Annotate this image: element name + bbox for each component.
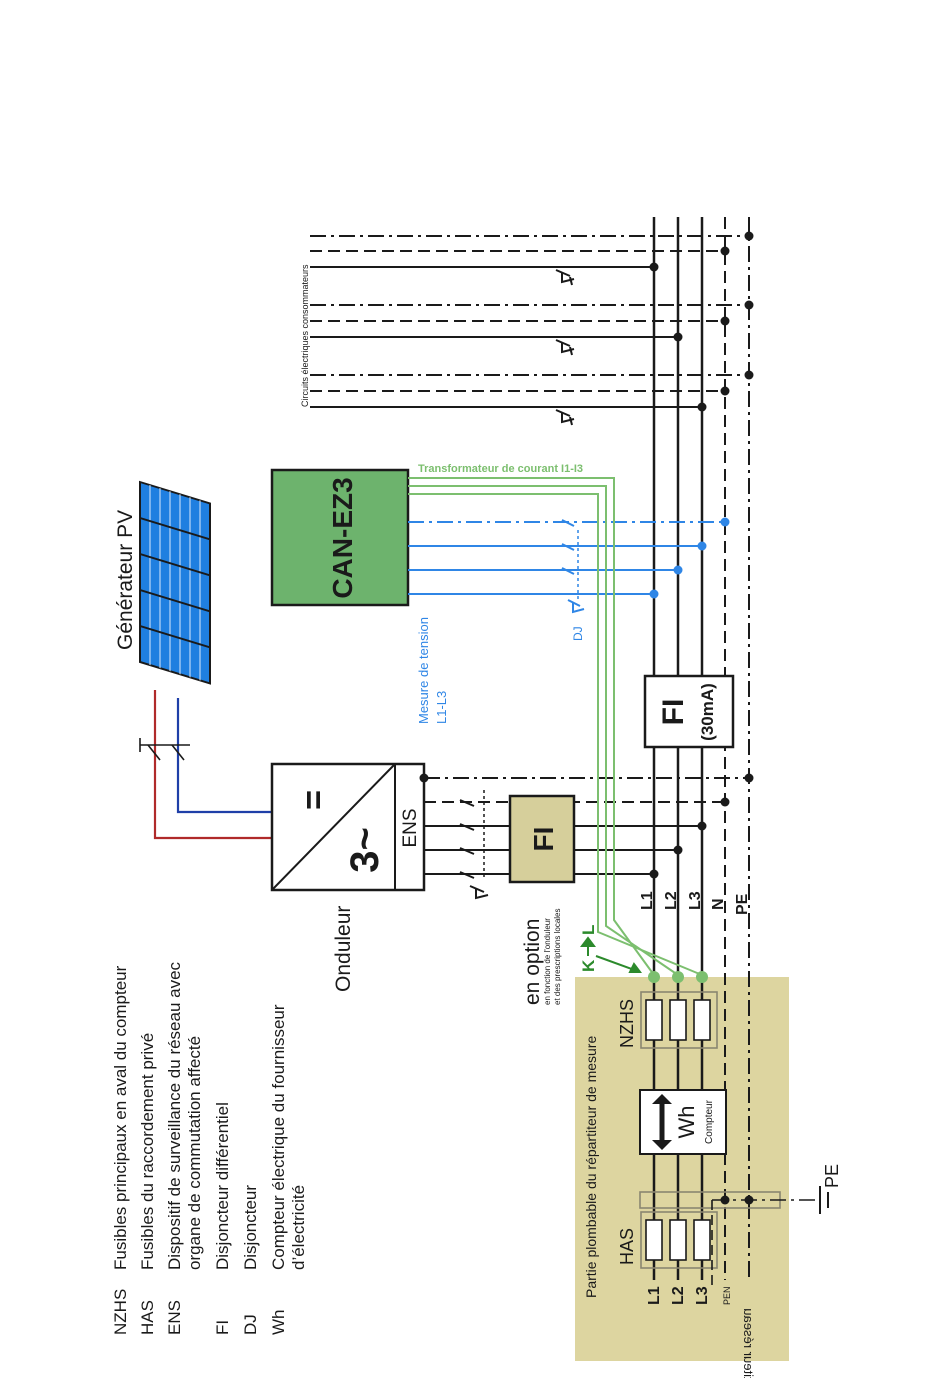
meter-area-grid-label: Répartiteur réseau: [741, 1308, 756, 1378]
nzhs-label: NZHS: [617, 999, 637, 1048]
kl-l: L: [579, 925, 598, 935]
can-ez3-device: CAN-EZ3: [270, 468, 410, 607]
legend-text-dj: Disjoncteur: [241, 1185, 260, 1270]
fi-inverter-label: FI: [528, 827, 559, 852]
conductor-label-l2: L2: [663, 891, 680, 910]
pe-bar: [639, 1186, 829, 1285]
meter-area-background: [575, 977, 789, 1361]
inverter-ens-label: ENS: [400, 808, 421, 847]
wh-label: Wh: [674, 1106, 699, 1139]
pv-generator-label: Générateur PV: [114, 510, 137, 650]
ct-dots: [648, 971, 708, 983]
legend-abbr-dj: DJ: [241, 1314, 260, 1335]
meter-area-title: Partie plombable du répartiteur de mesur…: [583, 1036, 599, 1298]
legend: NZHS Fusibles principaux en aval du comp…: [111, 961, 308, 1335]
inverter-dc-symbol: =: [295, 790, 333, 810]
voltage-junction-dots: [649, 517, 730, 599]
pe-ground-label: PE: [822, 1164, 842, 1188]
option-sub2: et des prescriptions locales: [553, 909, 562, 1006]
nzhs-fuses: [640, 991, 718, 1049]
legend-text-has: Fusibles du raccordement privé: [138, 1033, 157, 1270]
legend-text-wh: Compteur électrique du fournisseur: [269, 1004, 288, 1270]
option-label: en option: [521, 919, 544, 1005]
legend-text-fi: Disjoncteur différentiel: [213, 1102, 232, 1270]
voltage-measurement-lines: [408, 519, 725, 614]
ct-lines: [408, 477, 703, 976]
voltage-label-line1: Mesure de tension: [416, 617, 431, 724]
legend-abbr-nzhs: NZHS: [111, 1289, 130, 1335]
circuits-label: Circuits électriques consommateurs: [300, 264, 310, 407]
voltage-label-line2: L1-L3: [434, 691, 449, 724]
fi-main-sub: (30mA): [698, 683, 717, 741]
legend-abbr-wh: Wh: [269, 1310, 288, 1336]
conductor-label-l3: L3: [687, 891, 704, 910]
meter-line-l2: L2: [670, 1286, 687, 1305]
option-sub1: en fonction de l'onduleur: [543, 918, 552, 1005]
meter-line-l1: L1: [646, 1286, 663, 1305]
legend-text-nzhs: Fusibles principaux en aval du compteur: [111, 965, 130, 1270]
consumer-circuits: [310, 235, 749, 426]
conductor-label-pe: PE: [734, 893, 751, 915]
can-ez3-label: CAN-EZ3: [327, 477, 358, 598]
inverter-junction-dots: [419, 773, 754, 879]
consumer-junction-dots: [649, 231, 754, 412]
legend-abbr-has: HAS: [138, 1300, 157, 1335]
legend-text-ens: Dispositif de surveillance du réseau ave…: [165, 961, 184, 1270]
fi-main-label: FI: [657, 699, 690, 726]
fi-main: FI (30mA): [643, 674, 735, 749]
conductor-label-n: N: [710, 898, 727, 910]
conductor-label-l1: L1: [639, 891, 656, 910]
has-label: HAS: [617, 1228, 637, 1265]
wh-meter: Wh Compteur: [639, 1089, 727, 1155]
inverter-output-lines: [424, 777, 749, 900]
inverter-label: Onduleur: [332, 906, 355, 992]
meter-pen-label: PEN: [722, 1286, 732, 1305]
kl-arrow: [580, 936, 642, 973]
legend-text-wh-2: d’électricité: [289, 1185, 308, 1270]
inverter-ac-symbol: 3~: [343, 827, 387, 873]
wh-sub: Compteur: [704, 1099, 715, 1144]
pe-bar-dots: [720, 1195, 754, 1205]
legend-abbr-fi: FI: [213, 1320, 232, 1335]
ct-label: Transformateur de courant I1-I3: [418, 463, 583, 475]
legend-abbr-ens: ENS: [165, 1300, 184, 1335]
fi-inverter: FI: [508, 794, 576, 884]
dj-label: DJ: [571, 626, 585, 641]
kl-k: K: [579, 959, 598, 972]
inverter: = 3~ ENS: [270, 762, 426, 892]
dc-wiring: [139, 690, 272, 840]
legend-text-ens-2: organe de commutation affecté: [185, 1036, 204, 1270]
has-fuses: [640, 1211, 718, 1269]
pv-panel: [139, 480, 211, 685]
meter-line-l3: L3: [694, 1286, 711, 1305]
